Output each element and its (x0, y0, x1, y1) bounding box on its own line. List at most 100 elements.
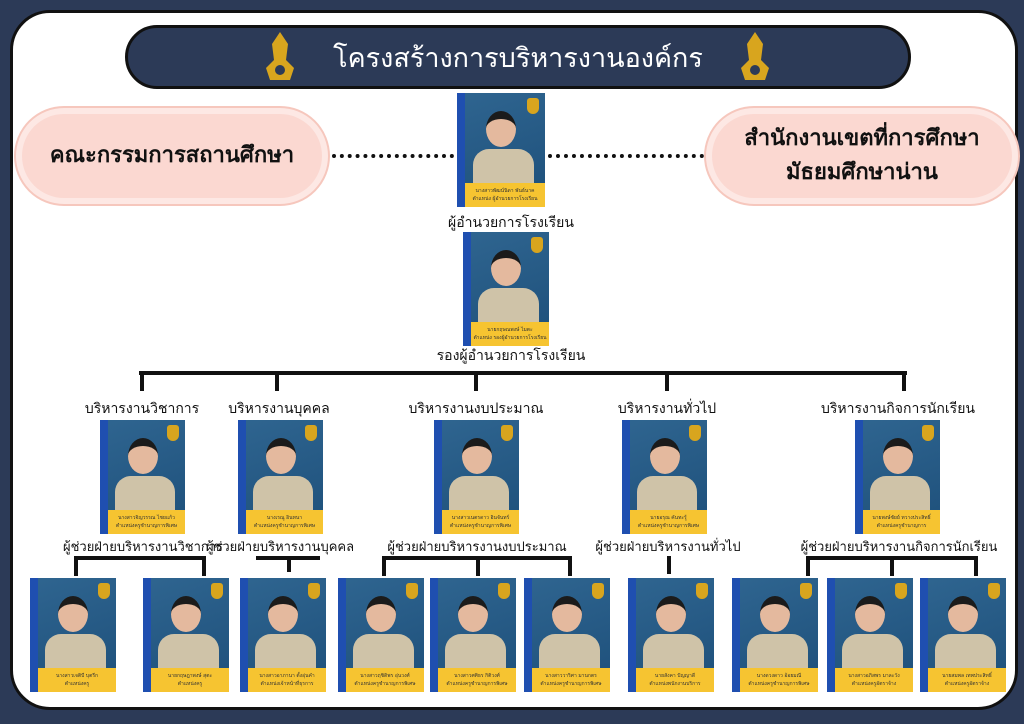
portrait-head (366, 596, 396, 632)
portrait-body (539, 634, 600, 668)
school-crest-icon (98, 583, 110, 599)
side-stripe (855, 420, 863, 534)
caption: นางสาวพัฒน์นิดา พันธ์นาคตำแหน่ง ผู้อำนวย… (465, 183, 545, 207)
caption: นายพงษ์ชัยย์ ทวางประสิทธิ์ตำแหน่งครูชำนา… (863, 510, 940, 534)
title-text: โครงสร้างการบริหารงานองค์กร (333, 42, 703, 74)
side-stripe (463, 232, 471, 346)
district-office-box: สำนักงานเขตที่การศึกษา มัธยมศึกษาน่าน (704, 106, 1020, 206)
portrait-head (760, 596, 790, 632)
portrait-head (265, 438, 296, 474)
portrait-body (158, 634, 219, 668)
caption: นายสมพล เทพประสิทธิ์ตำแหน่งครูอัตราจ้าง (928, 668, 1006, 692)
portrait-body (478, 288, 539, 322)
person-position: ตำแหน่งครู (64, 681, 90, 687)
side-stripe (827, 578, 835, 692)
connector-line (665, 371, 669, 391)
person-position: ตำแหน่งครูชำนาญการพิเศษ (637, 523, 700, 529)
assistant-card: นางเรณู อินทนาตำแหน่งครูชำนาญการพิเศษ (238, 420, 323, 534)
school-crest-icon (988, 583, 1000, 599)
school-crest-icon (167, 425, 179, 441)
page-title: โครงสร้างการบริหารงานองค์กร (125, 25, 911, 89)
person-position: ตำแหน่งครูชำนาญการพิเศษ (253, 523, 316, 529)
deputy-card: นายกฤษณพงษ์ ไมตะตำแหน่ง รองผู้อำนวยการโร… (463, 232, 549, 346)
person-position: ตำแหน่งครูชำนาญการพิเศษ (446, 681, 508, 687)
school-crest-icon (308, 583, 320, 599)
assistant-title: ผู้ช่วยฝ่ายบริหารงานวิชาการ (62, 540, 224, 555)
side-stripe (622, 420, 630, 534)
person-name: นางสาวเจติบี บุตรีก (55, 673, 99, 679)
person-name: นายกฤษณพงษ์ ไมตะ (487, 327, 533, 333)
person-name: นางสาววาริศา มานกตร (545, 673, 597, 679)
school-crest-icon (501, 425, 513, 441)
school-crest-icon (592, 583, 604, 599)
school-board-box: คณะกรรมการสถานศึกษา (14, 106, 330, 206)
emblem-icon (266, 32, 294, 80)
portrait-head (171, 596, 201, 632)
side-stripe (457, 93, 465, 207)
school-crest-icon (305, 425, 317, 441)
side-stripe (920, 578, 928, 692)
department-title: บริหารงานวิชาการ (84, 401, 200, 417)
person-position: ตำแหน่งครูชำนาญการพิเศษ (449, 523, 512, 529)
person-name: นายสมพล เทพประสิทธิ์ (942, 673, 992, 679)
assistant-title: ผู้ช่วยฝ่ายบริหารงานงบประมาณ (387, 540, 567, 555)
side-stripe (100, 420, 108, 534)
school-crest-icon (800, 583, 812, 599)
director-card: นางสาวพัฒน์นิดา พันธ์นาคตำแหน่ง ผู้อำนวย… (457, 93, 545, 207)
person-position: ตำแหน่งพนักงานบริการ (649, 681, 701, 687)
caption: นายกฤษณพงษ์ ไมตะตำแหน่ง รองผู้อำนวยการโร… (471, 322, 549, 346)
portrait-body (45, 634, 106, 668)
side-stripe (143, 578, 151, 692)
connector-line (806, 556, 810, 576)
dotted-connector (548, 154, 704, 158)
portrait-body (643, 634, 704, 668)
person-name: นายพงษ์ชัยย์ ทวางประสิทธิ์ (872, 515, 931, 521)
person-name: นางสาวพัฒน์นิดา พันธ์นาค (475, 188, 535, 194)
person-name: นางสาวเนตรดาว อินจันทร์ (451, 515, 510, 521)
caption: นายอรุณ คันทะรู้ตำแหน่งครูชำนาญการพิเศษ (630, 510, 707, 534)
connector-line (474, 371, 478, 391)
portrait-head (127, 438, 158, 474)
person-name: นางสาวฤชิดิพร อุ่นวงศ์ (360, 673, 410, 679)
side-stripe (524, 578, 532, 692)
portrait-head (948, 596, 978, 632)
connector-line (476, 556, 480, 576)
caption: นางดวงดาว อ้อยมณีตำแหน่งครูชำนาญการพิเศษ (740, 668, 818, 692)
portrait-head (649, 438, 680, 474)
person-name: นางเรณู อินทนา (266, 515, 303, 521)
portrait-head (855, 596, 885, 632)
staff-card: นางสาวฤชิดิพร อุ่นวงศ์ตำแหน่งครูชำนาญการ… (338, 578, 424, 692)
assistant-card: นายอรุณ คันทะรู้ตำแหน่งครูชำนาญการพิเศษ (622, 420, 707, 534)
staff-card: นางสาวอาภานา ตั้งอุ่นคำตำแหน่งเจ้าหน้าที… (240, 578, 326, 692)
person-name: นางสาวจิญวรรณ ไชยแก้ว (118, 515, 175, 521)
department-title: บริหารงานกิจการนักเรียน (821, 401, 975, 417)
side-stripe (732, 578, 740, 692)
person-position: ตำแหน่งครู (177, 681, 203, 687)
person-name: นางสาวอาภานา ตั้งอุ่นคำ (259, 673, 315, 679)
staff-card: นางสาวศศิธร กิติวงศ์ตำแหน่งครูชำนาญการพิ… (430, 578, 516, 692)
staff-card: นางสาวเจติบี บุตรีกตำแหน่งครู (30, 578, 116, 692)
person-position: ตำแหน่ง ผู้อำนวยการโรงเรียน (472, 196, 538, 202)
person-position: ตำแหน่งครูชำนาญการพิเศษ (354, 681, 416, 687)
portrait-head (268, 596, 298, 632)
emblem-icon (741, 32, 769, 80)
connector-line (275, 371, 279, 391)
person-position: ตำแหน่งครูชำนาญการพิเศษ (115, 523, 178, 529)
portrait-body (472, 149, 535, 183)
side-stripe (338, 578, 346, 692)
caption: นางสาวฤชิดิพร อุ่นวงศ์ตำแหน่งครูชำนาญการ… (346, 668, 424, 692)
caption: นายสังคา ปัญญาดีตำแหน่งพนักงานบริการ (636, 668, 714, 692)
portrait-body (842, 634, 903, 668)
caption: นางสาวอภิสพร มาละวังตำแหน่งครูอัตราจ้าง (835, 668, 913, 692)
staff-card: นายสังคา ปัญญาดีตำแหน่งพนักงานบริการ (628, 578, 714, 692)
connector-line (139, 371, 907, 375)
person-position: ตำแหน่งเจ้าหน้าที่ธุรการ (260, 681, 314, 687)
caption: นางสาวอาภานา ตั้งอุ่นคำตำแหน่งเจ้าหน้าที… (248, 668, 326, 692)
school-crest-icon (406, 583, 418, 599)
portrait-head (58, 596, 88, 632)
portrait-body (637, 476, 697, 510)
portrait-head (461, 438, 492, 474)
side-stripe (240, 578, 248, 692)
assistant-title: ผู้ช่วยฝ่ายบริหารงานกิจการนักเรียน (800, 540, 998, 555)
assistant-card: นางสาวจิญวรรณ ไชยแก้วตำแหน่งครูชำนาญการพ… (100, 420, 185, 534)
